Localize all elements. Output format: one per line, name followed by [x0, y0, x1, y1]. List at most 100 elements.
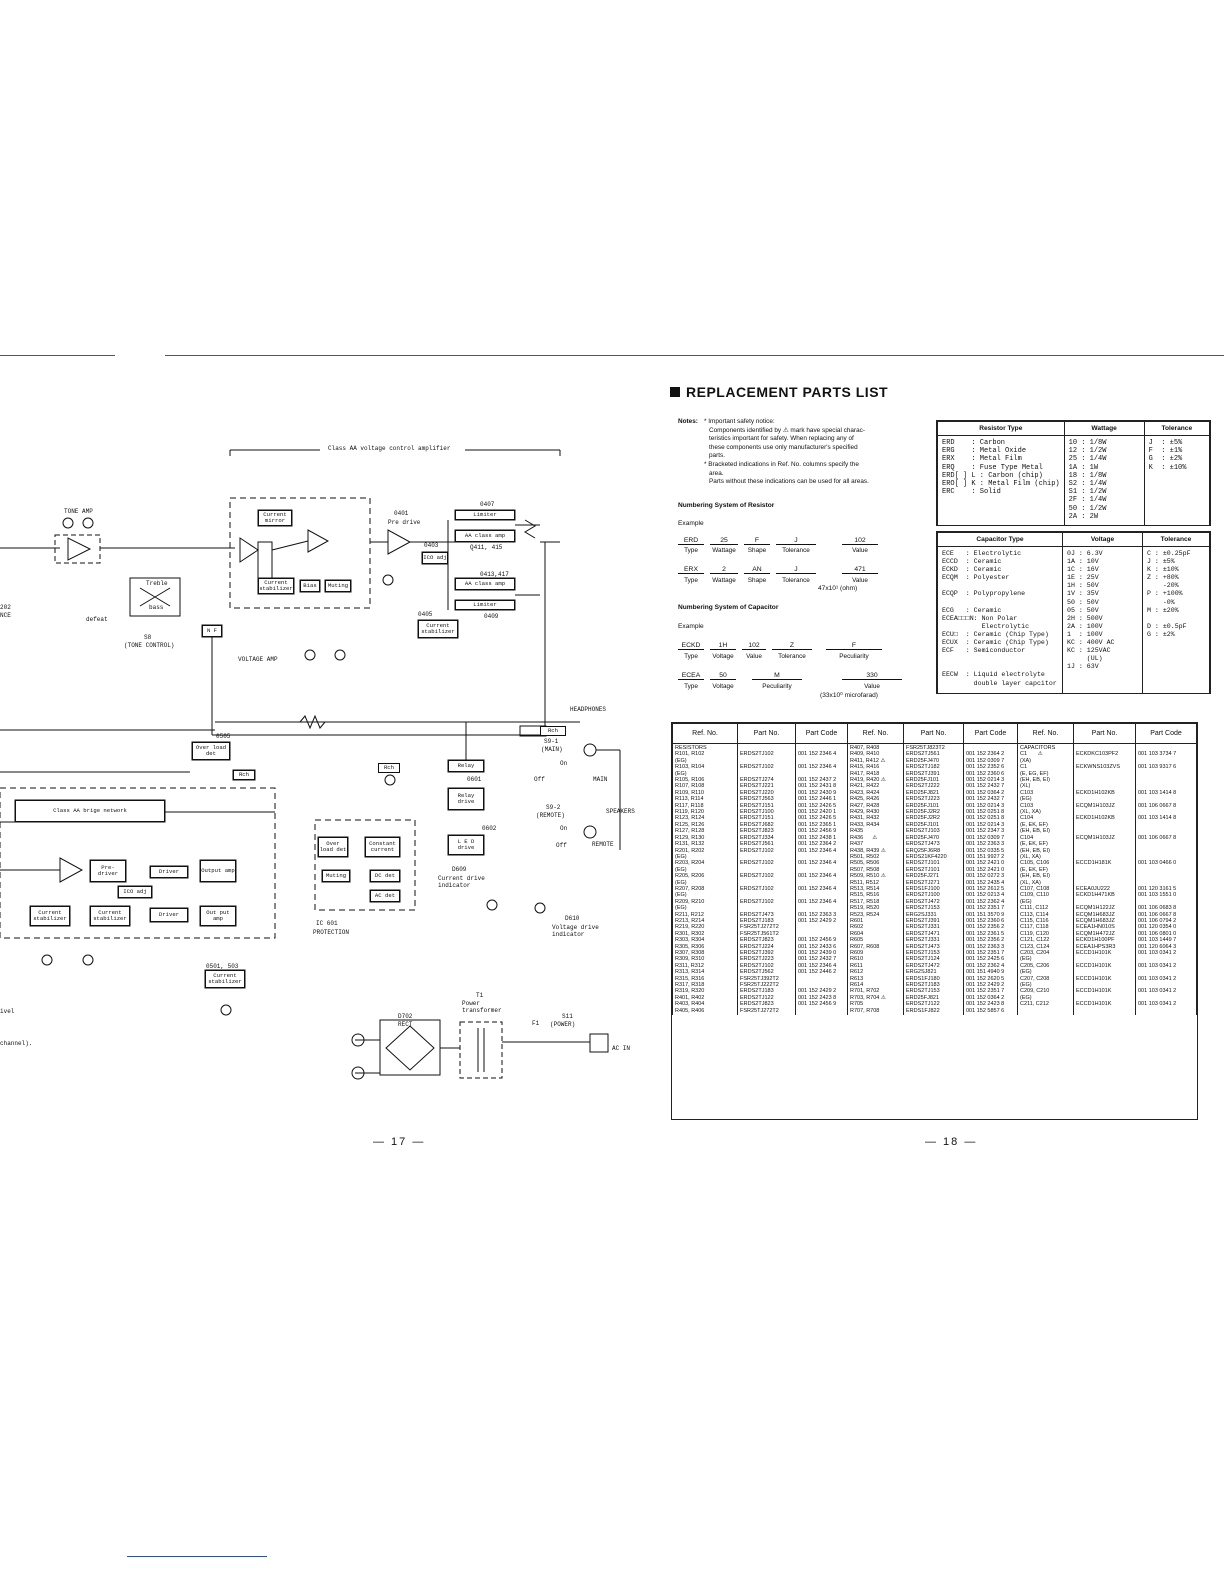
- label-ac-in: AC IN: [612, 1045, 631, 1052]
- block-rch-headphones: Rch: [540, 726, 566, 736]
- label-headphones: HEADPHONES: [570, 706, 607, 713]
- label-bass: bass: [149, 604, 164, 611]
- label-q602: 0602: [482, 825, 497, 832]
- numbering-capacitor-title: Numbering System of Capacitor: [678, 604, 779, 611]
- page-bottom-rule: [127, 1556, 267, 1557]
- label-shape: Shape: [747, 577, 767, 584]
- parts-col2-part: FSR25TJ823T2 ERDS2TJ561 ERD25FJ470 ERDS2…: [903, 743, 964, 1016]
- block-dc-det: DC det: [370, 870, 400, 882]
- label-f1: F1: [532, 1020, 540, 1027]
- resistor-type-list: ERD : Carbon ERG : Metal Oxide ERX : Met…: [937, 435, 1065, 525]
- block-ico-adj-bottom: ICO adj: [118, 886, 152, 898]
- label-r202: 202: [0, 604, 11, 611]
- label-power-transformer: Power transformer: [462, 1000, 502, 1014]
- block-over-load-det: Over load det: [192, 742, 230, 760]
- capacitor-example-2-labels: Type Voltage Peculiarity Value: [678, 683, 902, 690]
- label-q409: 0409: [484, 613, 499, 620]
- code-type: ECKD: [678, 642, 704, 650]
- label-defeat: defeat: [86, 616, 108, 623]
- parts-col1-ref: RESISTORS R101, R102 (EG) R103, R104 (EG…: [672, 743, 738, 1016]
- block-over-load-det-protection: Over load det: [318, 837, 348, 857]
- col-header: Wattage: [1063, 421, 1145, 436]
- col-header: Part Code: [795, 723, 848, 744]
- notes-label: Notes:: [678, 418, 698, 425]
- resistor-example-2-labels: Type Wattage Shape Tolerance Value: [678, 577, 878, 584]
- label-pre-drive: Pre drive: [388, 519, 421, 526]
- numbering-resistor-example: Example: [678, 520, 704, 527]
- col-header: Tolerance: [1143, 421, 1211, 436]
- parts-col3-part: ECKDKC103PF2 ECKWNS103ZVS ECKD1H102KB EC…: [1073, 743, 1136, 1016]
- col-header: Voltage: [1062, 532, 1143, 547]
- numbering-capacitor-example: Example: [678, 623, 704, 630]
- code-voltage: 50: [710, 672, 736, 680]
- col-header: Ref. No.: [1017, 723, 1074, 744]
- code-value: 471: [842, 566, 878, 574]
- label-q405: 0405: [418, 611, 433, 618]
- right-page-number: — 18 —: [925, 1136, 978, 1148]
- parts-col3-ref: CAPACITORS C1 ⚠ (XA) C1 (E, EG, EF) (EH,…: [1017, 743, 1074, 1016]
- code-peculiarity: M: [752, 672, 802, 680]
- label-tolerance: Tolerance: [782, 577, 810, 584]
- col-header: Ref. No.: [847, 723, 904, 744]
- page-title-text: REPLACEMENT PARTS LIST: [686, 384, 889, 400]
- note-line: Components identified by ⚠ mark have spe…: [709, 426, 865, 434]
- note-line: * Important safety notice:: [704, 418, 775, 425]
- label-ic601: IC 601: [316, 920, 338, 927]
- label-main: MAIN: [593, 776, 608, 783]
- capacitor-tolerance-list: C : ±0.25pF J : ±5% K : ±10% Z : +80% -2…: [1142, 546, 1210, 693]
- block-aa-class-amp-top: AA class amp: [455, 530, 515, 542]
- parts-col1-part: ERDS2TJ102 ERDS2TJ102 ERDS2TJ274 ERDS2TJ…: [737, 743, 796, 1016]
- label-type: Type: [684, 547, 698, 554]
- note-line: these components use only manufacturer's…: [709, 443, 858, 451]
- label-value: Value: [852, 547, 868, 554]
- label-type: Type: [684, 683, 698, 690]
- code-peculiarity: F: [826, 642, 882, 650]
- block-diagram-schematic: [0, 449, 621, 1080]
- block-muting-vca: Muting: [325, 580, 351, 592]
- label-tone-control: (TONE CONTROL): [124, 642, 175, 649]
- label-type: Type: [684, 577, 698, 584]
- label-type: Type: [684, 653, 698, 660]
- block-constant-current: Constant current: [365, 837, 400, 857]
- page-title: REPLACEMENT PARTS LIST: [670, 384, 888, 400]
- label-voltage: Voltage: [712, 683, 734, 690]
- safety-notes: Notes: * Important safety notice: Compon…: [678, 418, 914, 487]
- col-header: Part No.: [903, 723, 964, 744]
- note-line: teristics important for safety. When rep…: [709, 435, 854, 443]
- label-q413-417: 0413,417: [480, 571, 509, 578]
- label-class-aa-vca: Class AA voltage control amplifier: [328, 445, 451, 452]
- label-voltage-drive-indicator: Voltage drive indicator: [552, 924, 599, 938]
- block-rch-left: Rch: [233, 770, 255, 780]
- block-current-stabilizer-q405: Current stabilizer: [418, 620, 458, 638]
- capacitor-type-table: Capacitor Type Voltage Tolerance ECE : E…: [936, 531, 1211, 694]
- label-tone-amp: TONE AMP: [64, 508, 93, 515]
- resistor-tolerance-list: J : ±5% F : ±1% G : ±2% K : ±10%: [1143, 435, 1211, 525]
- label-q601: 0601: [467, 776, 482, 783]
- code-tolerance: J: [776, 537, 816, 545]
- col-header: Resistor Type: [937, 421, 1065, 436]
- block-relay: Relay: [448, 760, 484, 772]
- block-driver-bottom: Driver: [150, 908, 188, 922]
- capacitor-example-1-codes: ECKD 1H 102 Z F: [678, 642, 882, 650]
- label-power: (POWER): [550, 1021, 576, 1028]
- block-limiter-bottom: Limiter: [455, 600, 515, 610]
- capacitor-type-list: ECE : Electrolytic ECCD : Ceramic ECKD :…: [937, 546, 1063, 693]
- label-voltage: Voltage: [712, 653, 734, 660]
- resistor-type-table: Resistor Type Wattage Tolerance ERD : Ca…: [936, 420, 1211, 526]
- label-nce: NCE: [0, 612, 11, 619]
- label-on-main: On: [560, 760, 568, 767]
- code-shape: F: [744, 537, 770, 545]
- label-off-main: Off: [534, 776, 545, 783]
- block-current-stabilizer-b: Current stabilizer: [90, 906, 130, 926]
- note-line: Parts without these indications can be u…: [709, 478, 869, 486]
- block-current-stabilizer-q501: Current stabilizer: [205, 970, 245, 988]
- label-t1: T1: [476, 992, 484, 999]
- code-value: 330: [842, 672, 902, 680]
- col-header: Part No.: [737, 723, 796, 744]
- block-muting-protection: Muting: [322, 870, 350, 882]
- code-type: ECEA: [678, 672, 704, 680]
- code-shape: AN: [744, 566, 770, 574]
- code-tolerance: J: [776, 566, 816, 574]
- block-pre-driver: Pre- driver: [90, 860, 126, 882]
- label-treble: Treble: [146, 580, 168, 587]
